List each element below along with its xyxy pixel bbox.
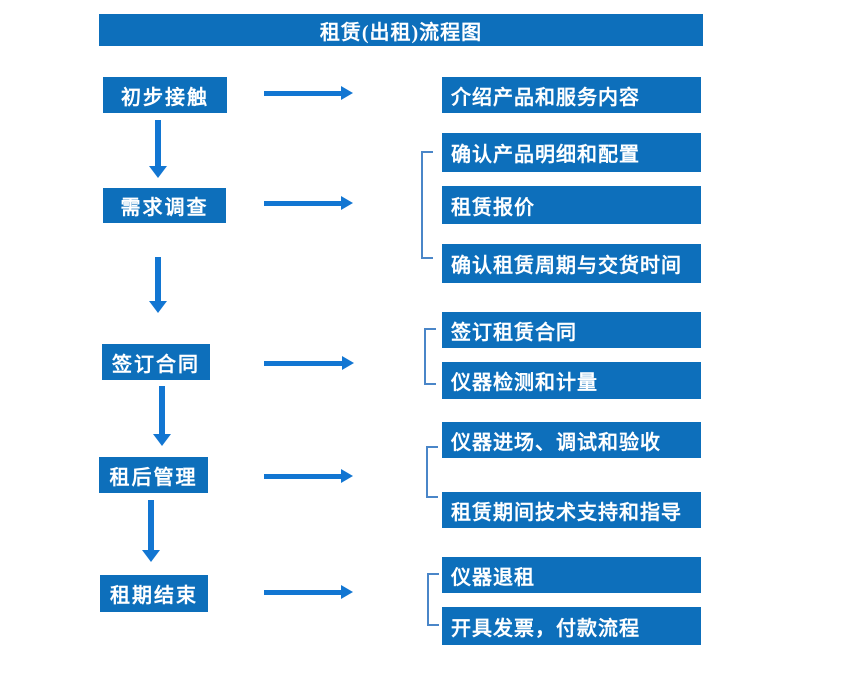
detail-box-tech-support: 租赁期间技术支持和指导 (442, 492, 701, 528)
detail-box-introduce-products: 介绍产品和服务内容 (442, 77, 701, 113)
detail-box-invoice-payment: 开具发票，付款流程 (442, 607, 701, 645)
step-box-demand-survey: 需求调查 (103, 188, 226, 223)
down-arrow (142, 500, 160, 562)
right-arrow-head (341, 585, 353, 599)
page-title: 租赁(出租)流程图 (319, 21, 483, 44)
detail-box-confirm-product-config: 确认产品明细和配置 (442, 133, 701, 172)
step-box-sign-contract: 签订合同 (102, 344, 210, 380)
step-box-initial-contact: 初步接触 (103, 77, 227, 113)
bracket (427, 573, 439, 626)
down-arrow-head (149, 166, 167, 178)
title-bar: 租赁(出租)流程图 (99, 14, 703, 46)
right-arrow-shaft (264, 589, 341, 595)
down-arrow-shaft (155, 257, 161, 301)
down-arrow (149, 120, 167, 178)
right-arrow-shaft (264, 473, 341, 479)
right-arrow-shaft (264, 200, 341, 206)
down-arrow-head (142, 550, 160, 562)
right-arrow (264, 585, 353, 599)
right-arrow (264, 356, 354, 370)
right-arrow-shaft (264, 90, 341, 96)
bracket (426, 446, 438, 498)
down-arrow-shaft (155, 120, 161, 166)
detail-box-sign-rental-contract: 签订租赁合同 (442, 312, 701, 348)
down-arrow-head (153, 434, 171, 446)
right-arrow-head (341, 86, 353, 100)
detail-box-instrument-return: 仪器退租 (442, 557, 701, 593)
detail-box-confirm-period-delivery: 确认租赁周期与交货时间 (442, 244, 701, 283)
detail-box-instrument-setup-acceptance: 仪器进场、调试和验收 (442, 422, 701, 458)
down-arrow-head (149, 301, 167, 313)
detail-box-instrument-testing: 仪器检测和计量 (442, 362, 701, 399)
bracket (421, 151, 433, 259)
down-arrow-shaft (148, 500, 154, 550)
right-arrow-head (341, 196, 353, 210)
right-arrow (264, 86, 353, 100)
step-box-rental-end: 租期结束 (100, 575, 208, 612)
down-arrow (153, 386, 171, 446)
right-arrow (264, 469, 353, 483)
right-arrow-shaft (264, 360, 342, 366)
down-arrow-shaft (159, 386, 165, 434)
right-arrow-head (341, 469, 353, 483)
detail-box-rental-quote: 租赁报价 (442, 186, 701, 224)
down-arrow (149, 257, 167, 313)
bracket (424, 328, 436, 385)
right-arrow-head (342, 356, 354, 370)
right-arrow (264, 196, 353, 210)
step-box-post-rental-management: 租后管理 (99, 457, 208, 493)
